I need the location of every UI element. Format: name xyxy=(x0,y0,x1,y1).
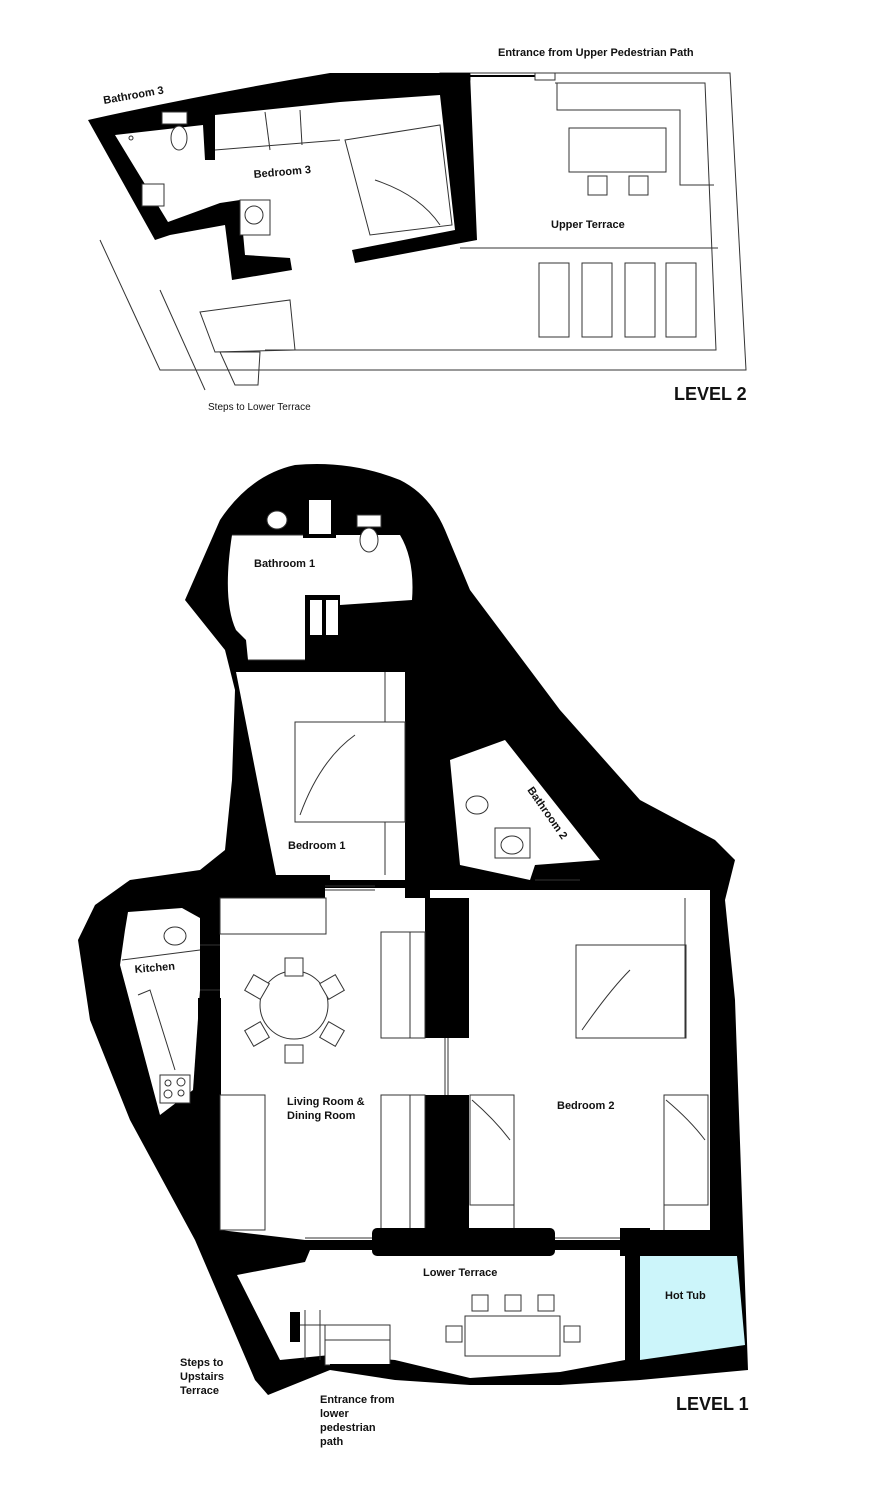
steps-upstairs-label-3: Terrace xyxy=(180,1385,219,1397)
sun-lounger xyxy=(538,262,570,338)
entrance-upper-label: Entrance from Upper Pedestrian Path xyxy=(498,47,694,59)
level1-title: LEVEL 1 xyxy=(676,1394,749,1414)
hot-tub xyxy=(640,1256,745,1360)
kitchen-label: Kitchen xyxy=(134,960,176,975)
entrance-lower-label-1: Entrance from xyxy=(320,1394,395,1406)
dining-table xyxy=(259,970,329,1040)
entrance-lower-label-2: lower xyxy=(320,1408,349,1420)
bathroom1-label: Bathroom 1 xyxy=(254,558,315,570)
bedroom3-label: Bedroom 3 xyxy=(253,164,311,181)
kitchen-room xyxy=(120,908,200,1115)
upper-terrace-label: Upper Terrace xyxy=(551,219,625,231)
bathroom2-room xyxy=(450,740,600,880)
hot-tub-label: Hot Tub xyxy=(665,1290,706,1302)
sofa xyxy=(380,931,426,1039)
living-room-label-1: Living Room & xyxy=(287,1096,365,1108)
steps-upstairs-label-2: Upstairs xyxy=(180,1371,224,1383)
entrance-lower-label-3: pedestrian xyxy=(320,1422,376,1434)
bathroom3-label: Bathroom 3 xyxy=(102,85,164,107)
terrace-table xyxy=(464,1315,561,1357)
entrance-lower-label-4: path xyxy=(320,1436,344,1448)
steps-upstairs-label-1: Steps to xyxy=(180,1357,224,1369)
sofa xyxy=(219,1094,266,1231)
double-bed xyxy=(575,944,687,1039)
level2-walls xyxy=(88,73,477,280)
living-room-label-2: Dining Room xyxy=(287,1110,356,1122)
bedroom1-label: Bedroom 1 xyxy=(288,840,345,852)
single-bed xyxy=(469,1094,515,1206)
lower-terrace-label: Lower Terrace xyxy=(423,1267,497,1279)
level-2-plan: Entrance from Upper Pedestrian Path Bath… xyxy=(88,47,747,413)
bedroom2-label: Bedroom 2 xyxy=(557,1100,614,1112)
level-1-plan: Bathroom 1 Bedroom 1 Bathroom 2 Kitchen … xyxy=(78,464,749,1448)
single-bed xyxy=(663,1094,709,1206)
bed xyxy=(344,124,453,236)
upper-terrace-outline xyxy=(99,72,747,371)
level2-title: LEVEL 2 xyxy=(674,384,747,404)
bed xyxy=(294,721,406,823)
steps-lower-label: Steps to Lower Terrace xyxy=(208,402,311,413)
terrace-table xyxy=(568,127,667,173)
